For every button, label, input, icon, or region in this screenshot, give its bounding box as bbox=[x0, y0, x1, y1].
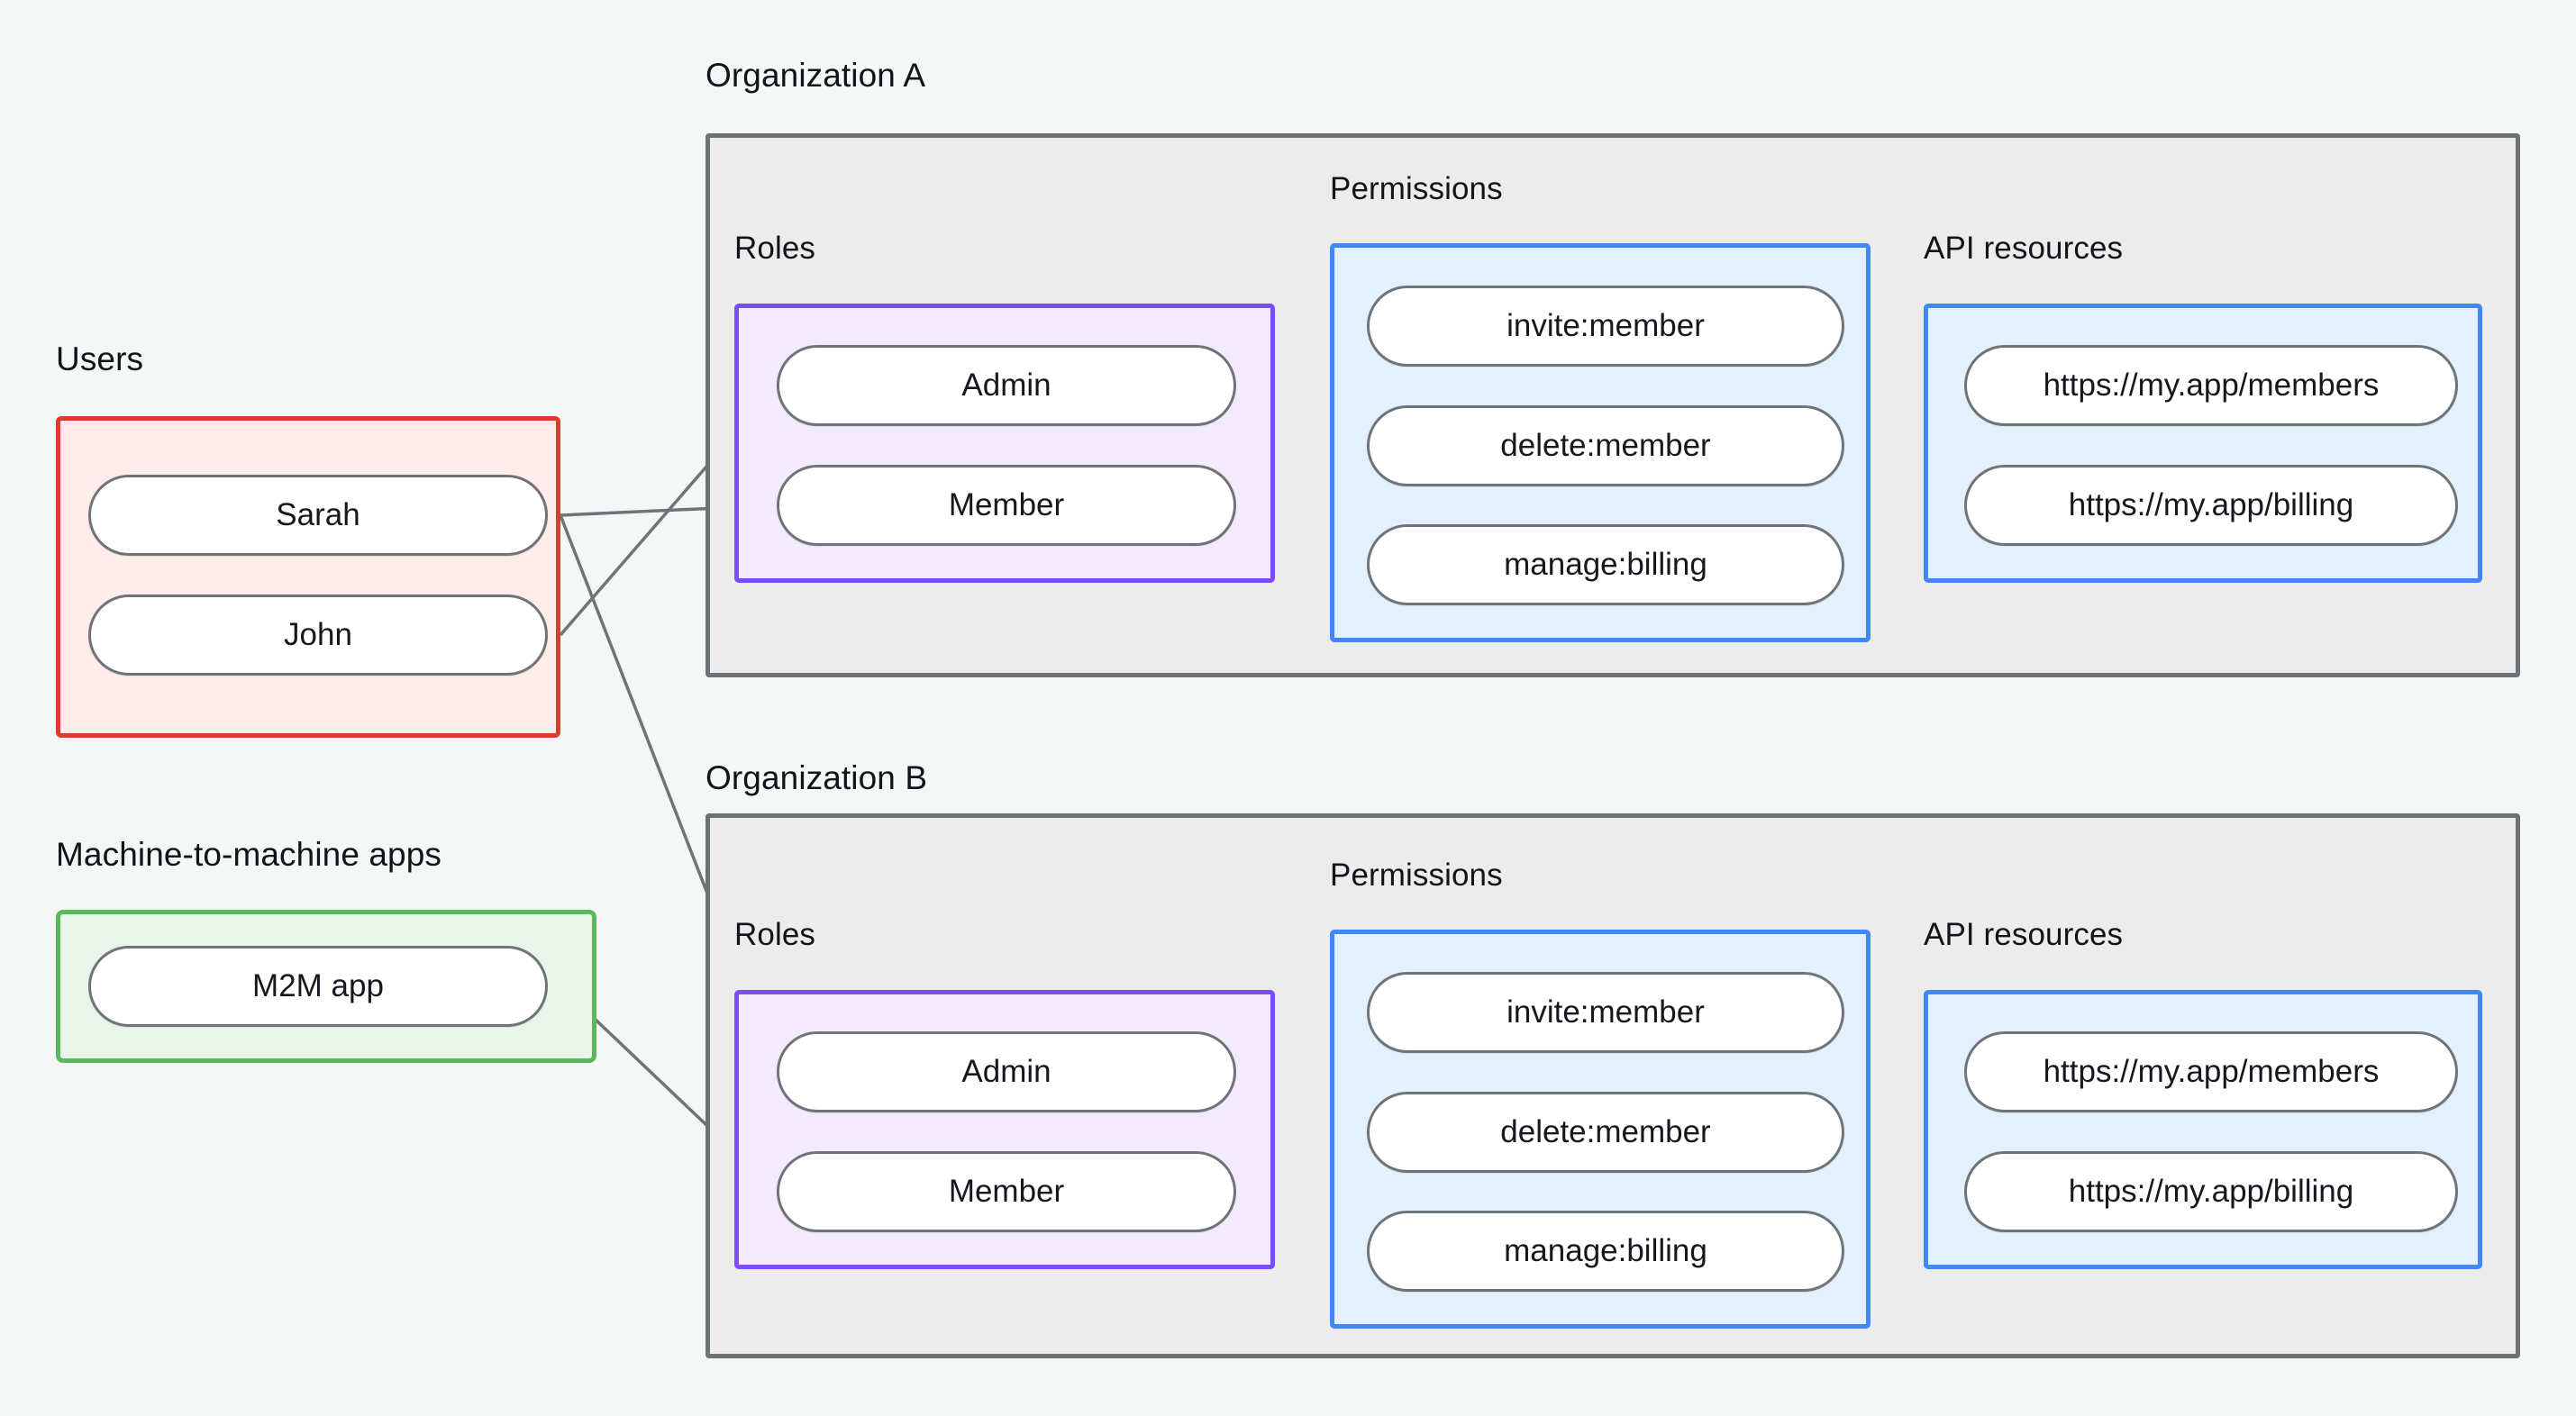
org-a-api-resources-title: API resources bbox=[1924, 231, 2124, 266]
org-b-api-resource-members[interactable]: https://my.app/members bbox=[1964, 1031, 2458, 1112]
org-a-role-admin[interactable]: Admin bbox=[777, 345, 1236, 426]
org-b-role-admin[interactable]: Admin bbox=[777, 1031, 1236, 1112]
org-b-permission-delete-member[interactable]: delete:member bbox=[1367, 1092, 1844, 1173]
org-a-permission-delete-member[interactable]: delete:member bbox=[1367, 405, 1844, 486]
org-b-permission-manage-billing[interactable]: manage:billing bbox=[1367, 1211, 1844, 1292]
org-a-permissions-title: Permissions bbox=[1330, 171, 1503, 206]
org-b-permissions-title: Permissions bbox=[1330, 858, 1503, 893]
users-group-box bbox=[56, 416, 560, 738]
org-b-api-resources-title: API resources bbox=[1924, 917, 2124, 952]
org-b-title: Organization B bbox=[705, 759, 928, 796]
org-a-api-resource-members[interactable]: https://my.app/members bbox=[1964, 345, 2458, 426]
org-b-role-member[interactable]: Member bbox=[777, 1151, 1236, 1232]
org-a-title: Organization A bbox=[705, 57, 926, 94]
user-node-john[interactable]: John bbox=[88, 595, 548, 676]
org-b-permission-invite-member[interactable]: invite:member bbox=[1367, 972, 1844, 1053]
org-a-api-resource-billing[interactable]: https://my.app/billing bbox=[1964, 465, 2458, 546]
org-a-permission-manage-billing[interactable]: manage:billing bbox=[1367, 524, 1844, 605]
org-a-role-member[interactable]: Member bbox=[777, 465, 1236, 546]
org-b-roles-title: Roles bbox=[734, 917, 815, 952]
user-node-sarah[interactable]: Sarah bbox=[88, 475, 548, 556]
org-a-permission-invite-member[interactable]: invite:member bbox=[1367, 286, 1844, 367]
users-group-title: Users bbox=[56, 340, 144, 377]
m2m-node-app[interactable]: M2M app bbox=[88, 946, 548, 1027]
org-a-roles-title: Roles bbox=[734, 231, 815, 266]
m2m-group-title: Machine-to-machine apps bbox=[56, 836, 442, 873]
org-b-api-resource-billing[interactable]: https://my.app/billing bbox=[1964, 1151, 2458, 1232]
